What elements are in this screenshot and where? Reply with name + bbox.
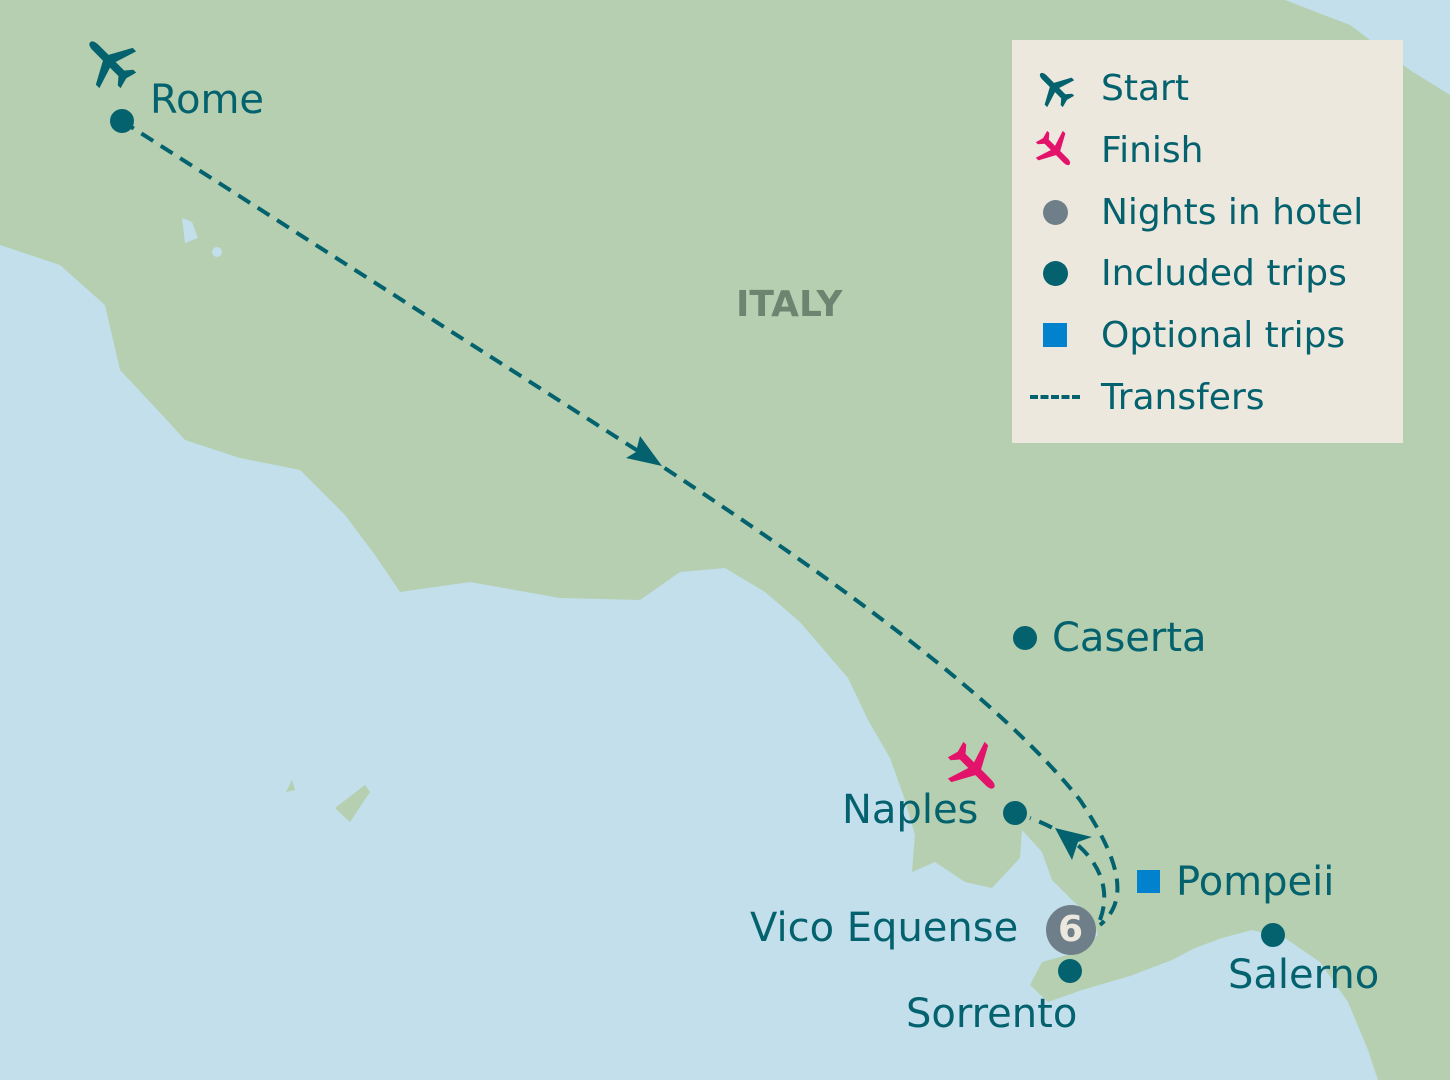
lake: [182, 218, 198, 243]
legend-start: Start: [1012, 62, 1403, 112]
optional-square-icon: [1043, 323, 1067, 347]
naples-label: Naples: [842, 787, 979, 833]
pompeii-label: Pompeii: [1176, 859, 1335, 905]
transfer-route-rome-vico: [120, 119, 1120, 927]
country-label: ITALY: [736, 284, 843, 325]
legend-optional: Optional trips: [1012, 309, 1403, 359]
island: [335, 785, 370, 822]
rome-marker[interactable]: [110, 109, 134, 133]
salerno-marker[interactable]: [1261, 923, 1285, 947]
direction-arrow-icon: [626, 436, 662, 466]
vico-equense-label: Vico Equense: [750, 905, 1019, 951]
start-plane-icon: [89, 41, 137, 89]
legend-nights-label: Nights in hotel: [1101, 192, 1364, 233]
rome-label: Rome: [150, 77, 265, 123]
legend-nights: Nights in hotel: [1012, 186, 1403, 236]
hotel-dot-icon: [1042, 199, 1068, 225]
sea-northeast: [1285, 0, 1450, 95]
legend-finish-label: Finish: [1101, 130, 1204, 171]
legend-transfers: Transfers: [1012, 371, 1403, 421]
legend-start-label: Start: [1101, 68, 1189, 109]
island: [286, 780, 295, 792]
finish-plane-icon: [1030, 130, 1080, 170]
legend-finish: Finish: [1012, 124, 1403, 174]
included-dot-icon: [1042, 260, 1068, 286]
naples-marker[interactable]: [1003, 801, 1027, 825]
pompeii-marker[interactable]: [1137, 870, 1160, 893]
caserta-marker[interactable]: [1013, 626, 1037, 650]
transfer-route-vico-naples: [1029, 816, 1107, 921]
start-plane-icon: [1030, 68, 1080, 108]
vico-equense-hotel-marker[interactable]: [1046, 905, 1096, 955]
caserta-label: Caserta: [1052, 615, 1207, 661]
salerno-label: Salerno: [1228, 952, 1380, 998]
direction-arrow-icon: [1055, 828, 1092, 860]
lake: [212, 247, 222, 257]
dashed-line-icon: [1030, 395, 1080, 399]
legend-included: Included trips: [1012, 247, 1403, 297]
map-legend: Start Finish Nights in hotel Included tr…: [1012, 40, 1403, 443]
sorrento-label: Sorrento: [906, 991, 1078, 1037]
legend-included-label: Included trips: [1101, 253, 1347, 294]
legend-optional-label: Optional trips: [1101, 315, 1346, 356]
sea: [0, 245, 1378, 1080]
legend-transfers-label: Transfers: [1101, 377, 1265, 418]
sorrento-marker[interactable]: [1058, 959, 1082, 983]
hotel-nights-count: 6: [1058, 909, 1084, 950]
finish-plane-icon: [947, 741, 995, 789]
